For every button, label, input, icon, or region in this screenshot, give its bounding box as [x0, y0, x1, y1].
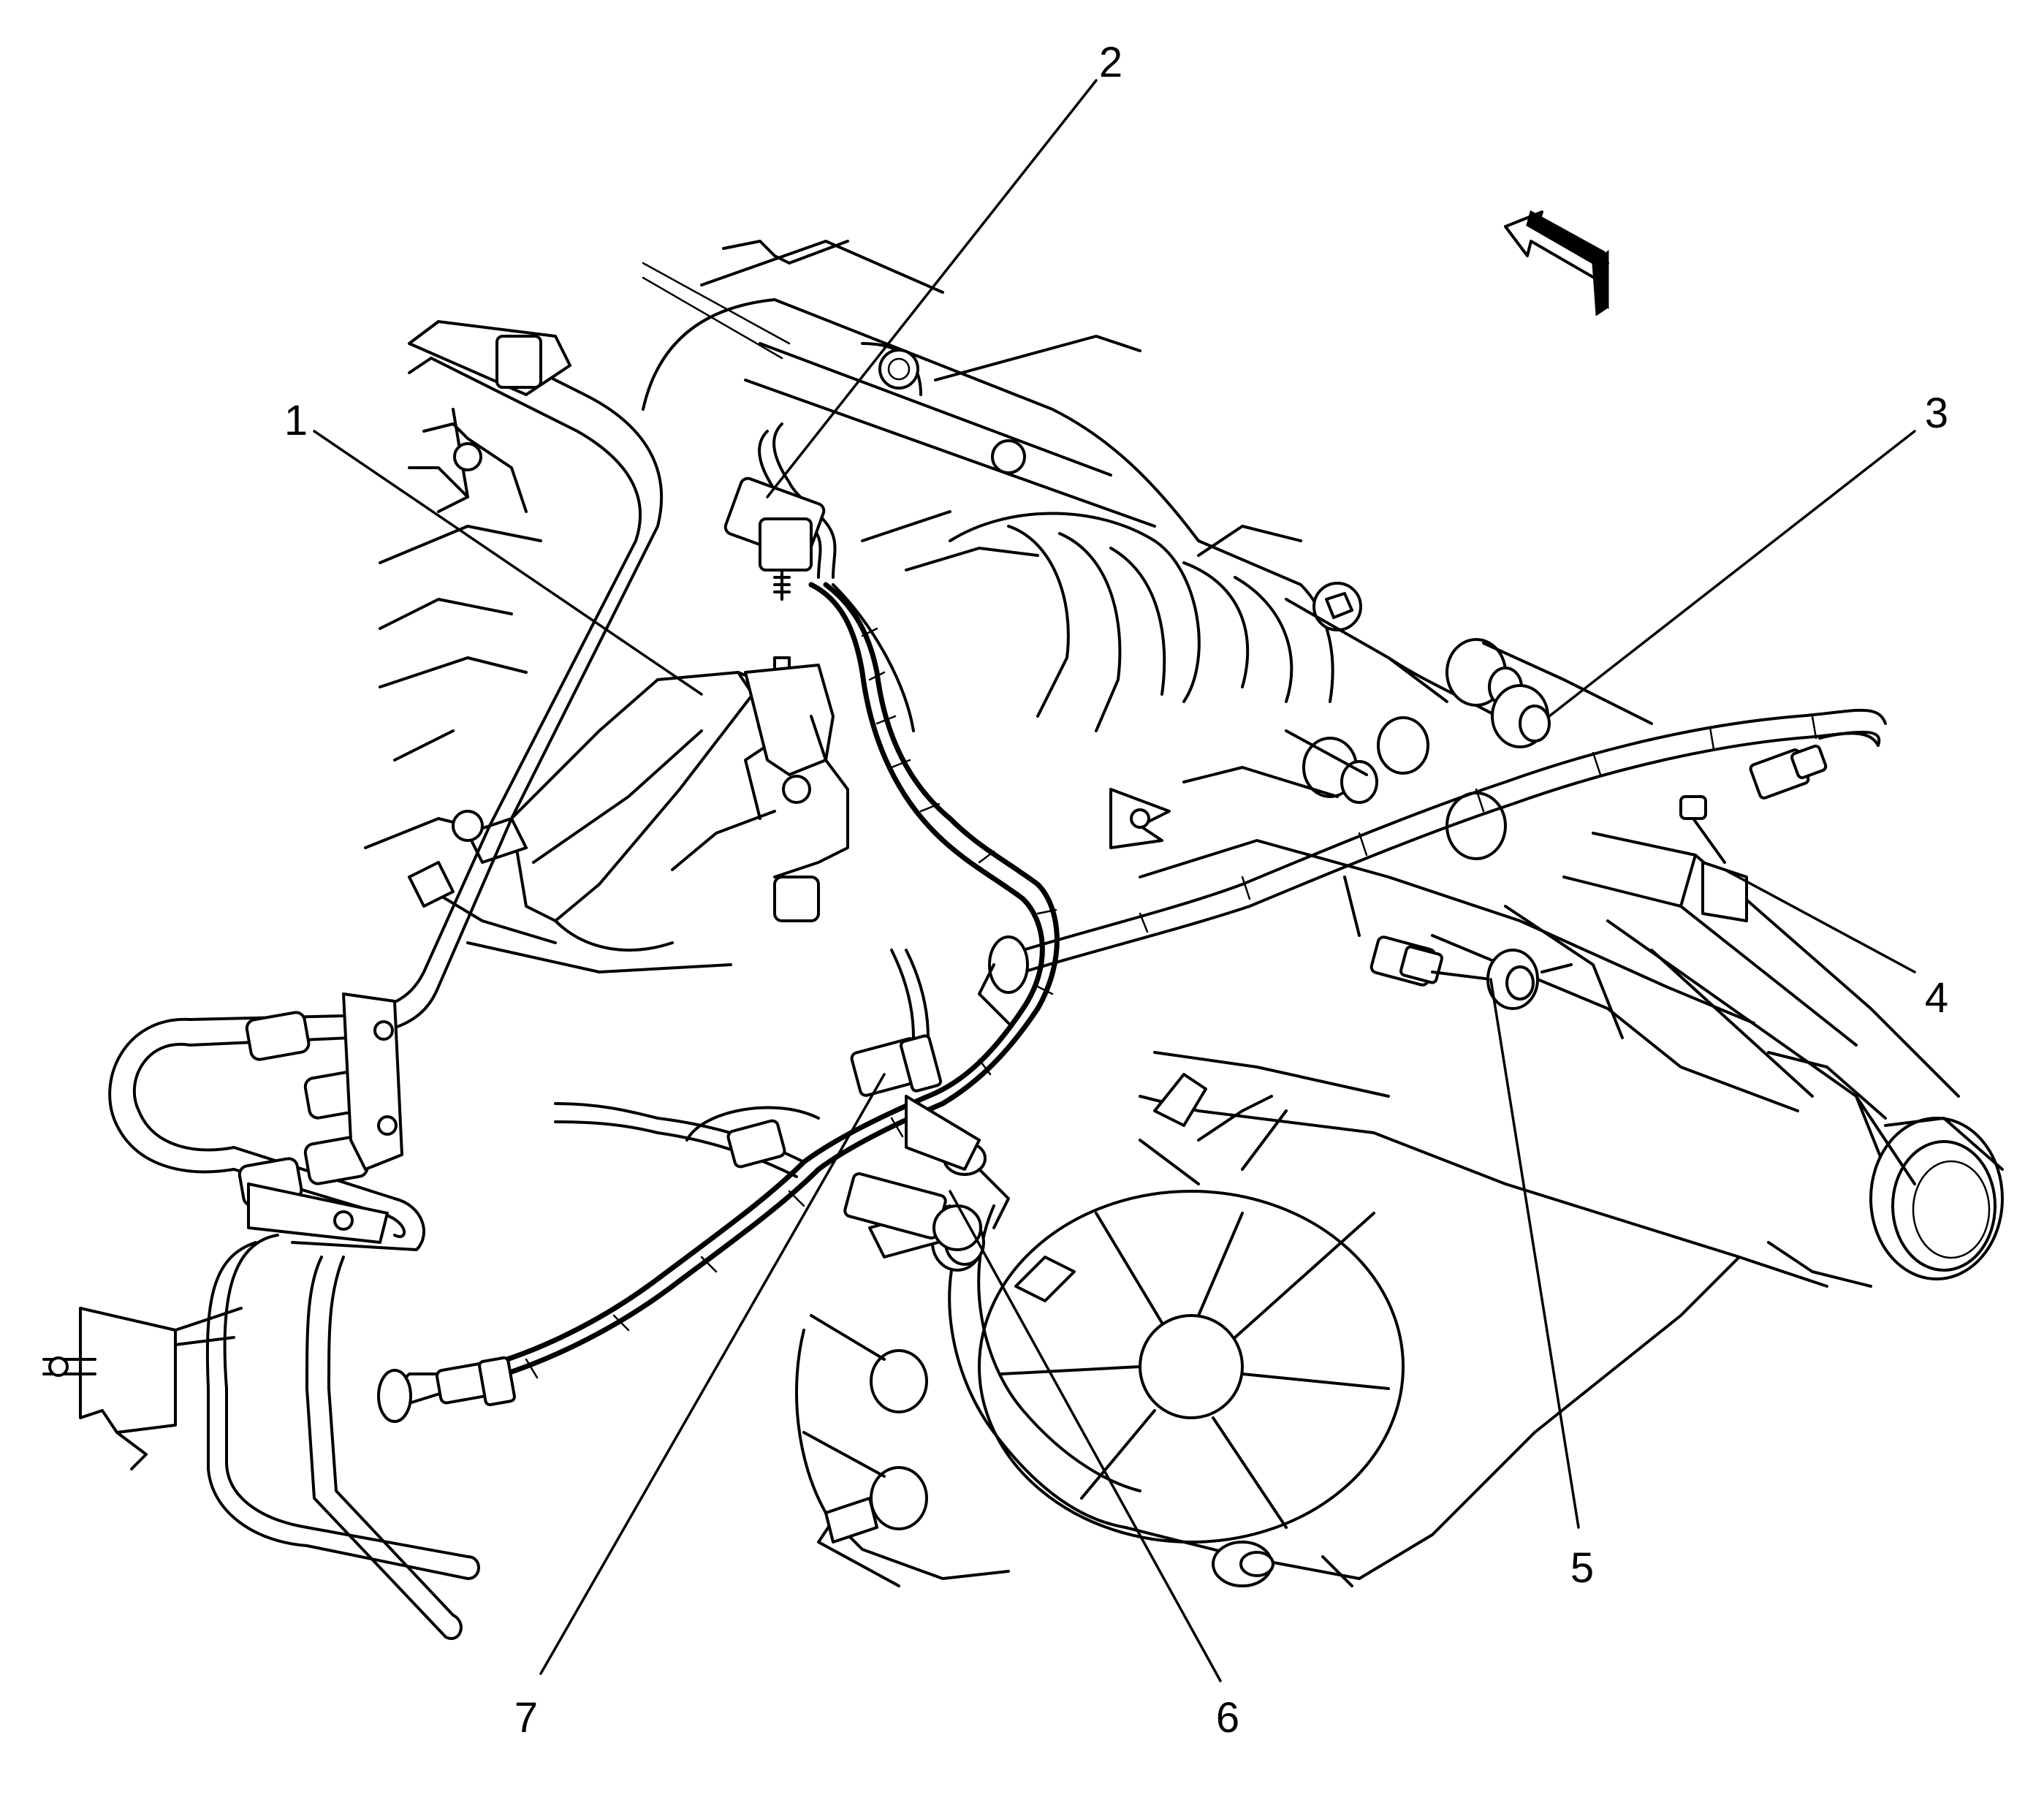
mounting-bracket	[364, 422, 811, 973]
connector-center	[726, 935, 1029, 1251]
front-direction-arrow-icon	[1504, 210, 1609, 316]
leader-3	[1548, 430, 1916, 718]
callout-leaders	[313, 79, 1916, 1682]
transfer-case	[795, 832, 2004, 1587]
leader-4	[1723, 868, 1916, 973]
callout-3: 3	[1925, 390, 1948, 437]
leader-7	[539, 1073, 886, 1675]
callout-5: 5	[1570, 1544, 1594, 1592]
cooler-lines	[42, 320, 664, 1640]
callout-2: 2	[1099, 39, 1122, 86]
output-speed-sensor	[1343, 876, 1573, 1010]
leader-1	[313, 430, 703, 696]
speed-sensor-top	[723, 477, 849, 922]
callout-7: 7	[514, 1694, 538, 1742]
callout-6: 6	[1216, 1694, 1239, 1742]
callout-labels: 1 2 3 4 5 6 7	[284, 39, 1948, 1742]
callout-4: 4	[1925, 974, 1948, 1022]
transmission-case	[642, 240, 1653, 860]
leader-6	[949, 1190, 1222, 1682]
leader-2	[766, 79, 1098, 498]
leader-5	[1489, 978, 1580, 1529]
connector-right	[1491, 684, 1880, 922]
callout-1: 1	[284, 397, 308, 444]
